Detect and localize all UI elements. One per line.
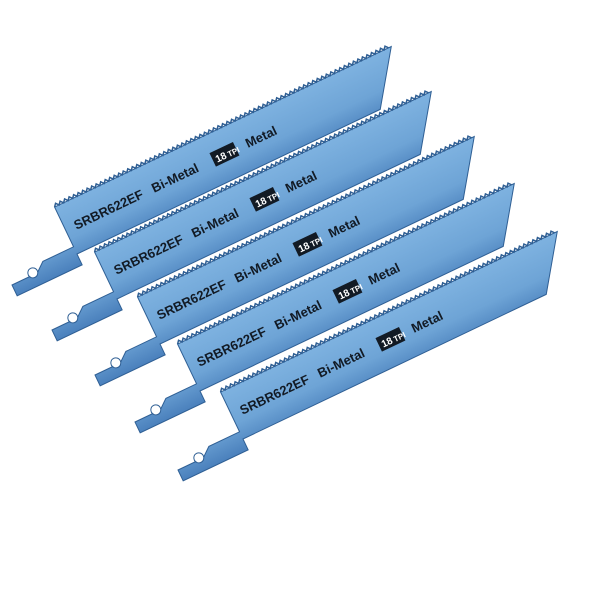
mounting-hole xyxy=(27,267,39,279)
teeth xyxy=(93,90,429,253)
mounting-hole xyxy=(110,357,122,369)
mounting-hole xyxy=(67,312,79,324)
tpi-badge xyxy=(332,278,363,304)
teeth xyxy=(53,45,389,208)
blade-body xyxy=(94,135,475,387)
tpi-value: 18 xyxy=(297,240,312,255)
teeth xyxy=(219,230,555,393)
mounting-hole xyxy=(150,404,162,416)
tpi-badge xyxy=(375,326,406,352)
tpi-badge xyxy=(209,141,240,167)
saw-blade-2: SRBR622EF Bi-Metal 18 TPI Metal xyxy=(51,90,432,342)
tpi-value: 18 xyxy=(380,335,395,350)
tpi-badge xyxy=(292,231,323,257)
blade-body xyxy=(51,90,432,342)
saw-blade-5: SRBR622EF Bi-Metal 18 TPI Metal xyxy=(177,230,558,482)
saw-blade-3: SRBR622EF Bi-Metal 18 TPI Metal xyxy=(94,135,475,387)
saw-blade-4: SRBR622EF Bi-Metal 18 TPI Metal xyxy=(134,182,515,434)
mounting-hole xyxy=(193,452,205,464)
teeth xyxy=(136,135,472,298)
blade-body xyxy=(11,45,392,297)
tpi-value: 18 xyxy=(214,150,229,165)
teeth xyxy=(176,182,512,345)
blade-body xyxy=(134,182,515,434)
tpi-value: 18 xyxy=(337,287,352,302)
tpi-badge xyxy=(249,186,280,212)
blade-body xyxy=(177,230,558,482)
tpi-value: 18 xyxy=(254,195,269,210)
saw-blade-1: SRBR622EF Bi-Metal 18 TPI Metal xyxy=(11,45,392,297)
